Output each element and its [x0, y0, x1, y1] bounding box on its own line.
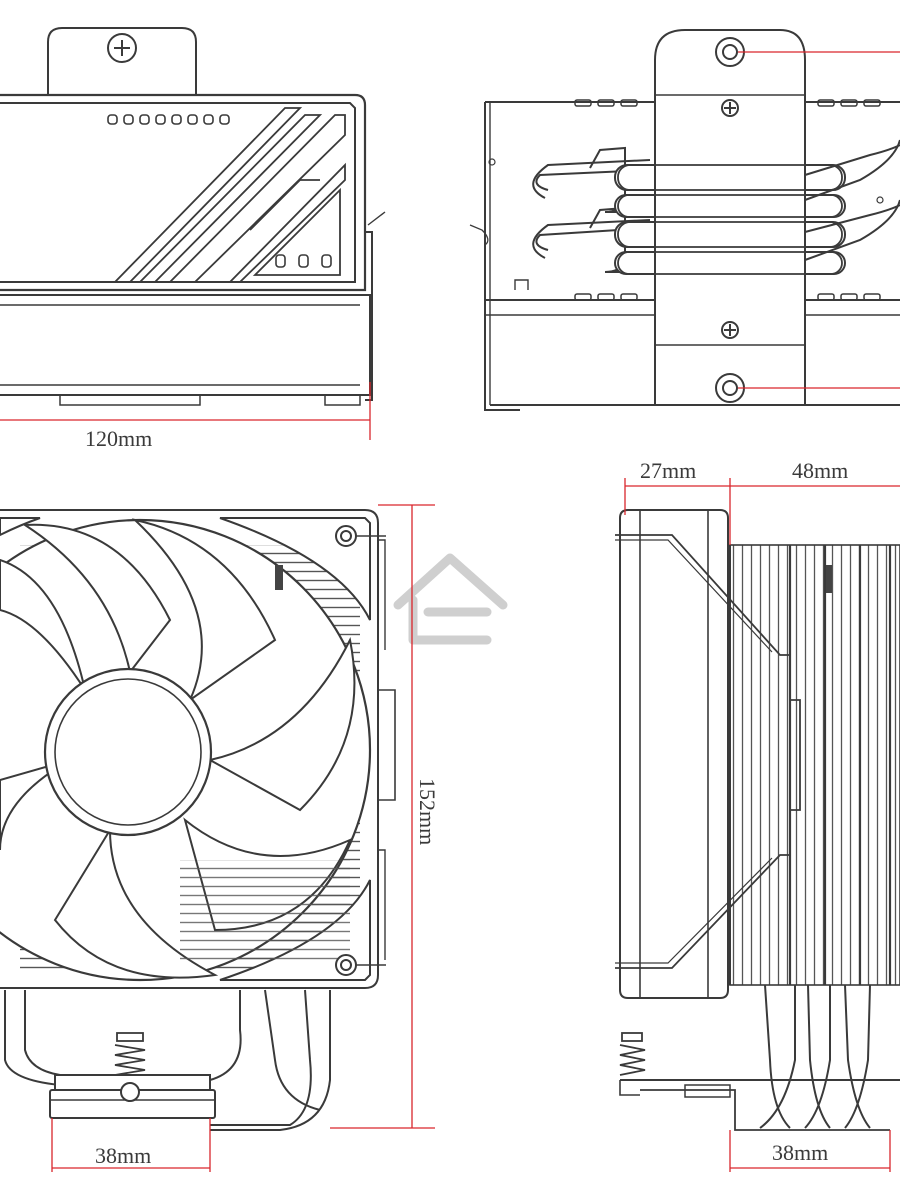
fan-clip	[615, 534, 801, 969]
screw-icon	[107, 33, 137, 63]
dimension-label-120mm: 120mm	[85, 426, 152, 451]
side-view	[615, 509, 900, 1131]
screw-icon	[715, 37, 745, 67]
front-view	[0, 509, 396, 1131]
top-base-block	[0, 294, 371, 396]
side-fan	[619, 509, 729, 999]
indicator-lines	[738, 51, 900, 389]
top-cover-stripes	[114, 107, 346, 283]
spring-icon	[619, 1032, 646, 1076]
screw-icon	[335, 525, 386, 547]
front-heatpipes	[4, 989, 331, 1131]
dimension-label-152mm: 152mm	[415, 778, 440, 845]
dimension-38mm-side	[729, 1130, 891, 1172]
side-heatpipes	[759, 984, 871, 1129]
dimension-label-38mm-front: 38mm	[95, 1143, 151, 1168]
top-cover-dots	[275, 254, 332, 268]
dimension-120mm	[0, 382, 371, 440]
front-base	[49, 1032, 216, 1119]
house-logo-icon	[393, 553, 508, 645]
top-right-heatpipe-overlay	[617, 164, 843, 275]
top-view-right	[469, 29, 900, 411]
dimension-152mm	[330, 504, 435, 1129]
spring-icon	[114, 1032, 146, 1076]
dimension-38mm-front	[51, 1118, 211, 1172]
fan-hub	[43, 667, 213, 837]
screw-icon	[721, 99, 739, 117]
screw-icon	[335, 954, 386, 976]
dimension-label-48mm: 48mm	[792, 458, 848, 483]
top-cover-panel	[0, 93, 367, 292]
top-cover-slots	[107, 114, 230, 125]
dimension-27mm-48mm	[624, 478, 900, 545]
side-heatsink	[729, 544, 900, 986]
screw-icon	[721, 321, 739, 339]
dimension-label-38mm-side: 38mm	[772, 1140, 828, 1165]
dimension-label-27mm: 27mm	[640, 458, 696, 483]
top-view-left	[0, 27, 386, 406]
